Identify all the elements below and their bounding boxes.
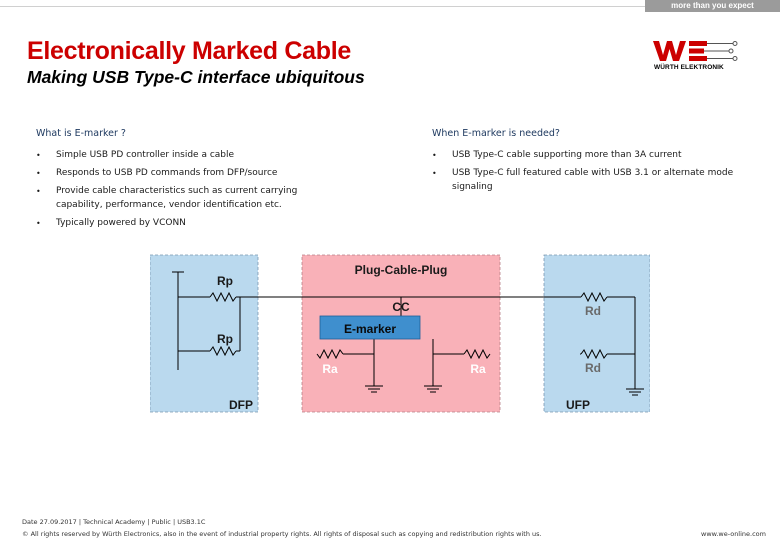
list-item: Simple USB PD controller inside a cable xyxy=(36,149,336,163)
right-list: USB Type-C cable supporting more than 3A… xyxy=(432,149,752,194)
ufp-region xyxy=(543,254,650,413)
ra1-label: Ra xyxy=(322,362,338,376)
page-title: Electronically Marked Cable xyxy=(27,37,351,65)
rp2-label: Rp xyxy=(217,332,233,346)
rp2-resistor xyxy=(209,345,237,357)
company-name: WÜRTH ELEKTRONIK xyxy=(654,64,724,71)
when-needed-section: When E-marker is needed? USB Type-C cabl… xyxy=(432,128,752,199)
page-subtitle: Making USB Type-C interface ubiquitous xyxy=(27,67,365,87)
left-heading: What is E-marker ? xyxy=(36,128,126,139)
cc-circuit-diagram: Plug-Cable-Plug CC E-marker DFP UFP Rp R… xyxy=(150,254,650,413)
footer-meta: Date 27.09.2017 | Technical Academy | Pu… xyxy=(22,518,206,526)
ra2-resistor xyxy=(463,348,491,360)
footer-doc-id: USB3.1C xyxy=(177,518,206,526)
rp1-resistor xyxy=(209,291,237,303)
cc-label: CC xyxy=(392,300,410,314)
footer-rights: © All rights reserved by Würth Electroni… xyxy=(22,530,542,538)
ra1-resistor xyxy=(316,348,344,360)
footer-department: Technical Academy xyxy=(83,518,146,526)
footer-classification: Public xyxy=(151,518,171,526)
left-list: Simple USB PD controller inside a cable … xyxy=(36,149,336,230)
company-logo: WÜRTH ELEKTRONIK xyxy=(651,37,741,79)
rd1-resistor xyxy=(580,291,608,303)
footer-url: www.we-online.com xyxy=(701,530,766,538)
list-item: USB Type-C full featured cable with USB … xyxy=(432,167,752,194)
rp1-label: Rp xyxy=(217,274,233,288)
emarker-box xyxy=(319,315,421,340)
what-is-emarker-section: What is E-marker ? Simple USB PD control… xyxy=(36,128,336,235)
list-item: USB Type-C cable supporting more than 3A… xyxy=(432,149,752,163)
rd1-label: Rd xyxy=(585,304,601,318)
emarker-label: E-marker xyxy=(344,322,396,336)
dfp-label: DFP xyxy=(229,398,253,412)
top-divider xyxy=(0,6,645,7)
dfp-region xyxy=(150,254,259,413)
footer-date: Date 27.09.2017 xyxy=(22,518,77,526)
slogan-badge: more than you expect xyxy=(645,0,780,12)
rd2-label: Rd xyxy=(585,361,601,375)
top-bar: more than you expect xyxy=(0,0,780,12)
list-item: Typically powered by VCONN xyxy=(36,217,336,231)
ufp-label: UFP xyxy=(566,398,590,412)
rd2-resistor xyxy=(580,348,608,360)
ra2-label: Ra xyxy=(470,362,486,376)
right-heading: When E-marker is needed? xyxy=(432,128,560,139)
plug-cable-plug-title: Plug-Cable-Plug xyxy=(355,263,448,277)
list-item: Responds to USB PD commands from DFP/sou… xyxy=(36,167,336,181)
list-item: Provide cable characteristics such as cu… xyxy=(36,185,336,212)
we-logo-icon xyxy=(653,41,738,61)
